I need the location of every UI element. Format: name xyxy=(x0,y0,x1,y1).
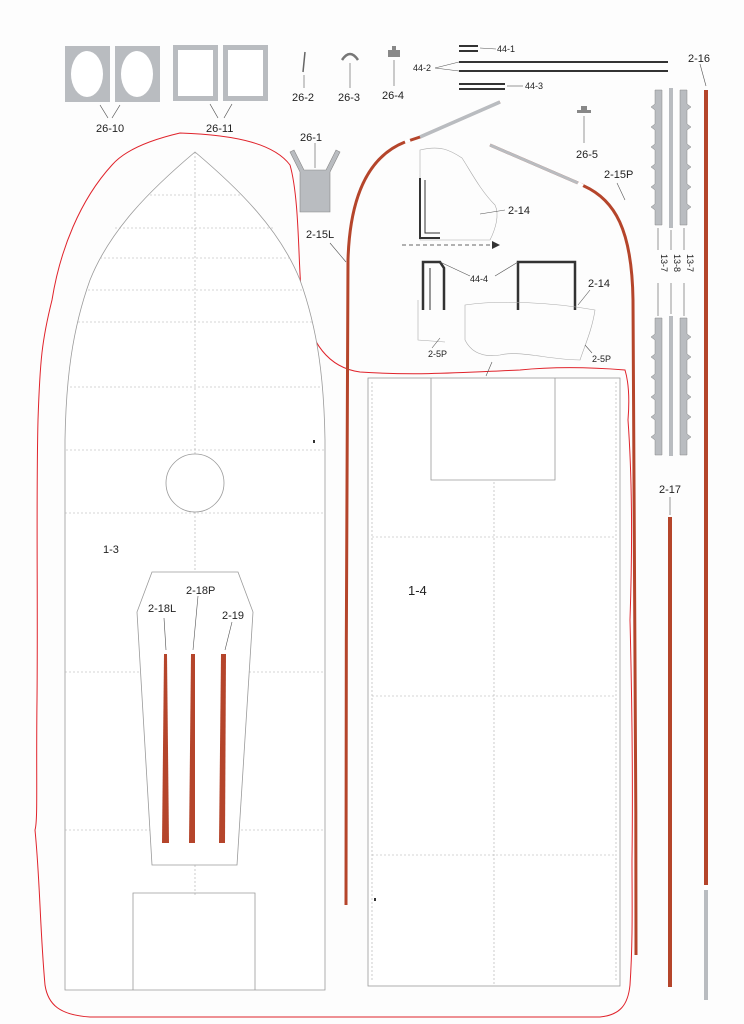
label-2-15P: 2-15P xyxy=(604,169,633,181)
part-26-1 xyxy=(289,149,341,213)
part-1-4-deck xyxy=(367,377,621,987)
part-13-7-13-8-upper xyxy=(650,88,692,228)
part-26-5 xyxy=(577,106,591,113)
part-26-10 xyxy=(65,46,160,119)
label-2-18L: 2-18L xyxy=(148,603,176,615)
part-2-17 xyxy=(668,517,672,987)
label-2-5P-b: 2-5P xyxy=(592,354,611,364)
label-26-2: 26-2 xyxy=(292,92,314,104)
label-13-7-a: 13-7 xyxy=(659,254,669,272)
label-2-15L: 2-15L xyxy=(306,229,334,241)
label-26-10: 26-10 xyxy=(96,123,124,135)
label-1-3: 1-3 xyxy=(103,544,119,556)
label-26-5: 26-5 xyxy=(576,149,598,161)
part-1-3-deck xyxy=(64,151,326,991)
label-2-14-a: 2-14 xyxy=(508,205,530,217)
label-26-1: 26-1 xyxy=(300,132,322,144)
part-44-strips xyxy=(434,45,668,90)
label-44-1: 44-1 xyxy=(497,44,515,54)
cut-outline xyxy=(34,132,633,1018)
label-13-8: 13-8 xyxy=(672,254,682,272)
label-13-7-b: 13-7 xyxy=(685,254,695,272)
label-26-4: 26-4 xyxy=(382,90,404,102)
part-2-19 xyxy=(219,654,226,843)
label-2-17: 2-17 xyxy=(659,484,681,496)
hatch-circle xyxy=(165,453,225,513)
part-26-4 xyxy=(388,46,400,57)
label-26-11: 26-11 xyxy=(206,123,233,135)
part-2-18P xyxy=(189,654,195,843)
part-26-3 xyxy=(340,52,360,61)
label-1-4: 1-4 xyxy=(408,583,427,598)
label-44-4: 44-4 xyxy=(470,274,488,284)
label-44-2: 44-2 xyxy=(413,63,431,73)
label-2-19: 2-19 xyxy=(222,610,244,622)
part-2-15L xyxy=(344,100,501,906)
label-2-14-b: 2-14 xyxy=(588,278,610,290)
label-26-3: 26-3 xyxy=(338,92,360,104)
part-26-11 xyxy=(173,45,268,119)
part-2-16 xyxy=(704,90,708,885)
label-2-5P-a: 2-5P xyxy=(428,349,447,359)
assembly-detail-upper xyxy=(402,147,506,249)
label-2-18P: 2-18P xyxy=(186,585,215,597)
part-2-18L xyxy=(162,654,169,843)
part-26-2 xyxy=(302,51,306,73)
part-2-15P xyxy=(489,143,638,956)
assembly-detail-lower xyxy=(417,260,596,377)
label-2-16: 2-16 xyxy=(688,53,710,65)
label-44-3: 44-3 xyxy=(525,81,543,91)
part-13-7-13-8-lower xyxy=(650,316,692,456)
